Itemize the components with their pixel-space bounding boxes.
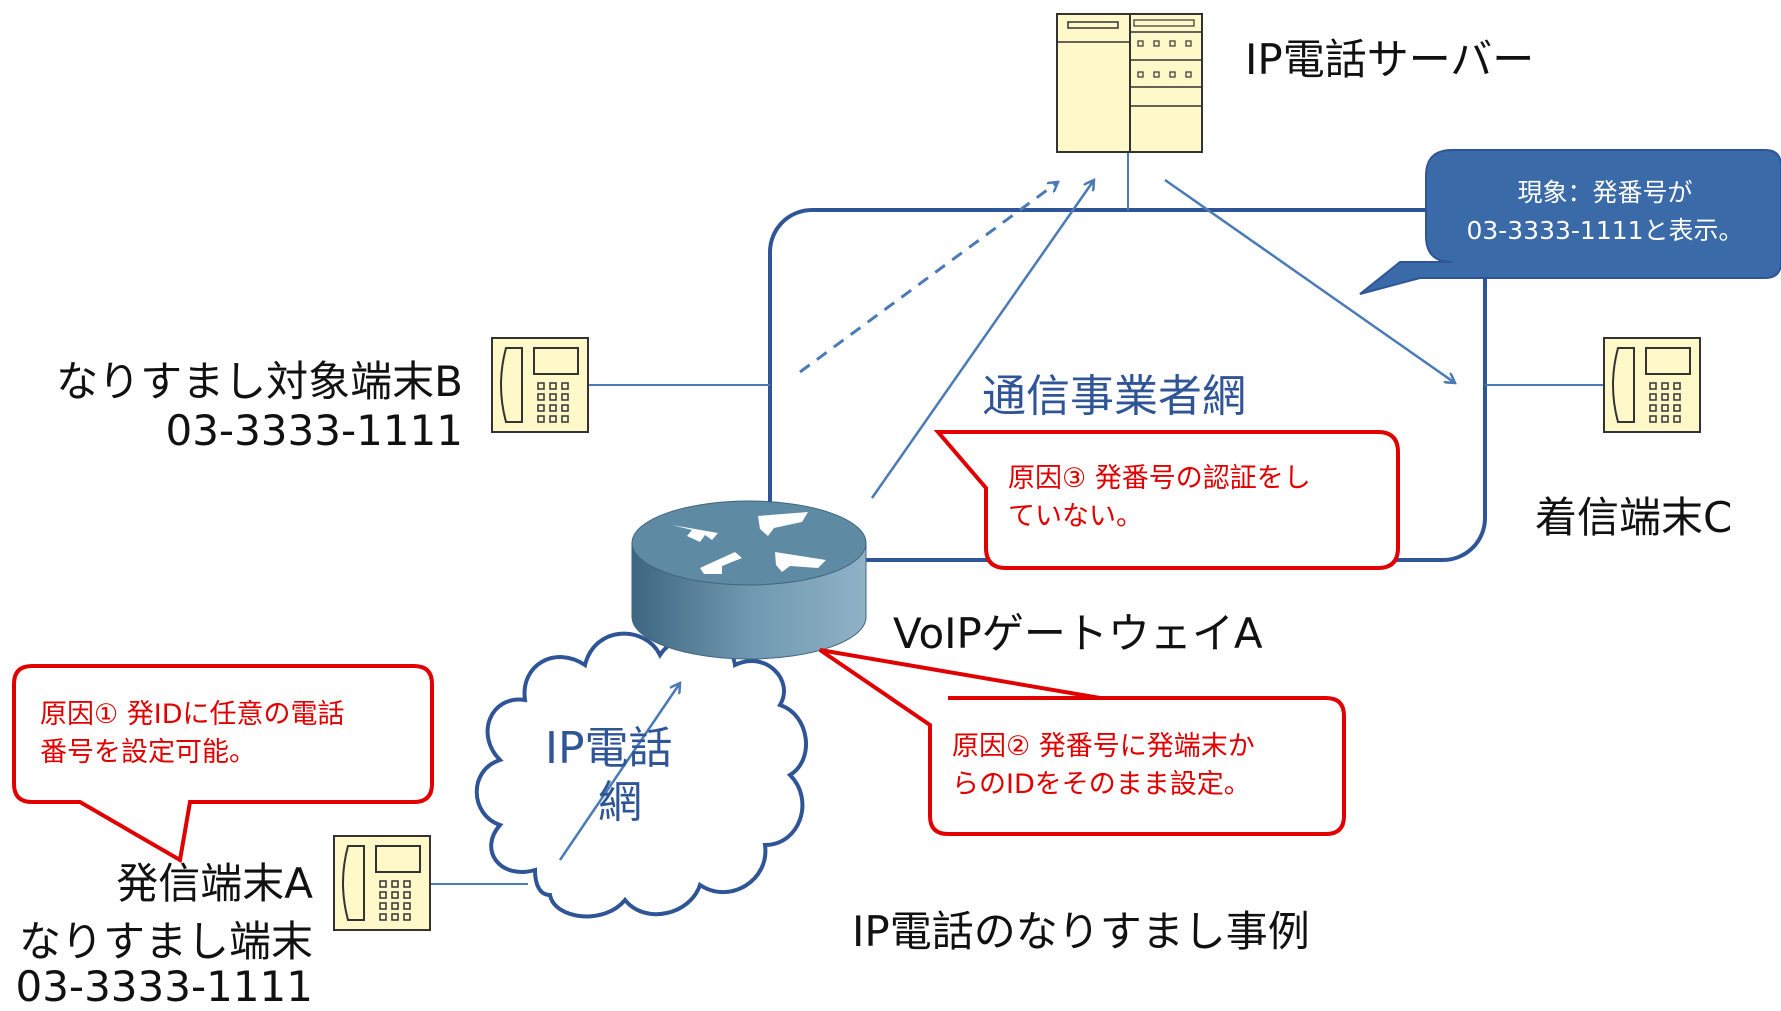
cause2-line2: らのIDをそのまま設定。: [952, 769, 1251, 800]
diagram-caption: IP電話のなりすまし事例: [852, 907, 1310, 956]
cause2-callout-text: 原因② 発番号に発端末か らのIDをそのまま設定。: [952, 728, 1255, 804]
terminal-a-name: 発信端末A: [116, 859, 313, 908]
cause2-line1: 原因② 発番号に発端末か: [952, 731, 1255, 762]
terminal-b-number: 03-3333-1111: [165, 406, 463, 455]
cause1-line1: 原因① 発IDに任意の電話: [40, 699, 345, 730]
terminal-b-name: なりすまし対象端末B: [56, 357, 463, 406]
phone-icon-terminal-b: [491, 337, 589, 433]
call-arrow-a-to-gateway: [558, 683, 680, 861]
ip-network-cloud: [474, 631, 808, 919]
carrier-network-label: 通信事業者網: [982, 371, 1246, 422]
server-label: IP電話サーバー: [1245, 35, 1535, 84]
ip-network-label-line2: 網: [598, 777, 642, 828]
cause1-callout-shape: [12, 664, 434, 864]
router-icon: [631, 500, 867, 660]
phone-icon-terminal-c: [1603, 337, 1701, 433]
ip-network-label-line1: IP電話: [545, 723, 673, 774]
phone-icon-terminal-a: [333, 835, 431, 931]
cause1-line2: 番号を設定可能。: [40, 737, 256, 768]
cause2-callout-shape: [818, 648, 1346, 836]
terminal-a-number: 03-3333-1111: [15, 962, 313, 1011]
call-arrow-server-to-c: [1164, 178, 1455, 383]
spoofed-arrow-b-to-server: [799, 182, 1058, 374]
phenomenon-callout-text: 現象：発番号が 03-3333-1111と表示。: [1440, 174, 1770, 250]
cause3-callout-shape: [933, 430, 1400, 570]
terminal-a-role: なりすまし端末: [18, 917, 313, 966]
server-icon: [1056, 13, 1203, 153]
call-arrow-gateway-to-server: [870, 180, 1094, 499]
cause3-line2: ていない。: [1008, 501, 1143, 532]
cause3-line1: 原因③ 発番号の認証をし: [1008, 463, 1311, 494]
cause1-callout-text: 原因① 発IDに任意の電話 番号を設定可能。: [40, 696, 345, 772]
gateway-label: VoIPゲートウェイA: [893, 609, 1263, 658]
cause3-callout-text: 原因③ 発番号の認証をし ていない。: [1008, 460, 1311, 536]
phenomenon-line2: 03-3333-1111と表示。: [1466, 216, 1744, 245]
phenomenon-callout-shape: [1359, 149, 1781, 295]
phenomenon-line1: 現象：発番号が: [1517, 178, 1693, 207]
terminal-c-name: 着信端末C: [1535, 493, 1733, 542]
